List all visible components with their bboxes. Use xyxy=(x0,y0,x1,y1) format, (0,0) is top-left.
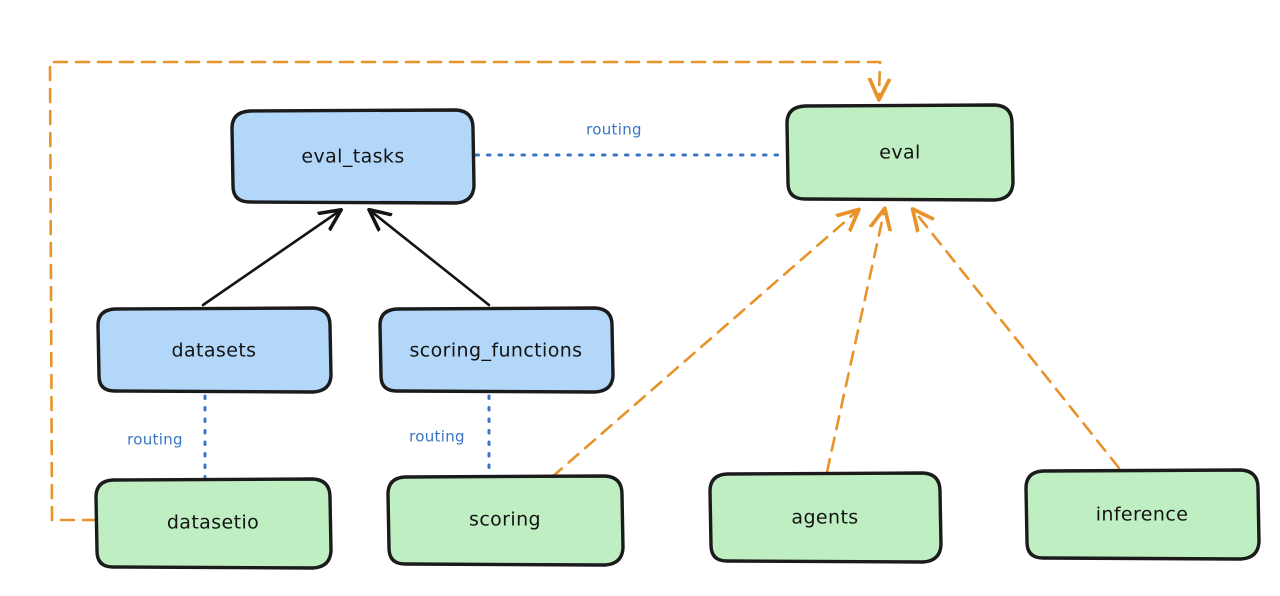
node-datasetio[interactable]: datasetio xyxy=(94,477,333,570)
edge-scoring-eval xyxy=(550,212,856,479)
node-datasets[interactable]: datasets xyxy=(96,306,333,394)
routing-label-eval: routing xyxy=(586,121,642,139)
edge-path-agents-eval xyxy=(825,212,884,474)
edge-inference-eval xyxy=(915,212,1121,470)
node-shape-eval xyxy=(785,103,1015,202)
node-shape-datasetio xyxy=(94,477,333,570)
node-inference[interactable]: inference xyxy=(1024,468,1261,561)
edge-path-scoring_functions-eval_tasks xyxy=(372,212,491,307)
node-label-datasets: datasets xyxy=(172,340,257,362)
node-agents[interactable]: agents xyxy=(708,471,943,564)
node-scoring[interactable]: scoring xyxy=(386,474,625,567)
node-shape-scoring_functions xyxy=(378,306,615,394)
node-shape-agents xyxy=(708,471,943,564)
edge-datasetio-eval xyxy=(48,60,880,522)
edge-labels-group: routing routing routing xyxy=(127,121,642,449)
nodes-group: eval_tasks eval datasets scoring_functio… xyxy=(94,103,1261,570)
node-label-inference: inference xyxy=(1096,504,1189,526)
edge-path-datasetio-eval xyxy=(48,60,880,522)
node-shape-inference xyxy=(1024,468,1261,561)
node-shape-eval_tasks xyxy=(230,108,476,205)
edge-path-inference-eval xyxy=(915,212,1121,470)
node-label-eval_tasks: eval_tasks xyxy=(301,146,404,168)
routing-edges-group xyxy=(203,153,787,479)
solid-edges-group xyxy=(201,212,491,307)
node-label-eval: eval xyxy=(879,142,920,164)
routing-label-datasetio: routing xyxy=(127,431,183,449)
edge-path-scoring-eval xyxy=(550,212,856,479)
edge-agents-eval xyxy=(825,212,884,474)
node-label-agents: agents xyxy=(791,507,858,529)
node-shape-datasets xyxy=(96,306,333,394)
node-eval[interactable]: eval xyxy=(785,103,1015,202)
edge-path-datasets-eval_tasks xyxy=(201,212,338,307)
edge-scoring_functions-eval_tasks xyxy=(372,212,491,307)
node-shape-scoring xyxy=(386,474,625,567)
node-eval_tasks[interactable]: eval_tasks xyxy=(230,108,476,205)
edge-datasets-eval_tasks xyxy=(201,212,338,307)
node-label-datasetio: datasetio xyxy=(167,512,259,534)
routing-label-scoring: routing xyxy=(409,428,465,446)
node-label-scoring_functions: scoring_functions xyxy=(410,340,583,362)
node-scoring_functions[interactable]: scoring_functions xyxy=(378,306,615,394)
dependency-edges-group xyxy=(48,60,1121,522)
node-label-scoring: scoring xyxy=(469,509,541,531)
